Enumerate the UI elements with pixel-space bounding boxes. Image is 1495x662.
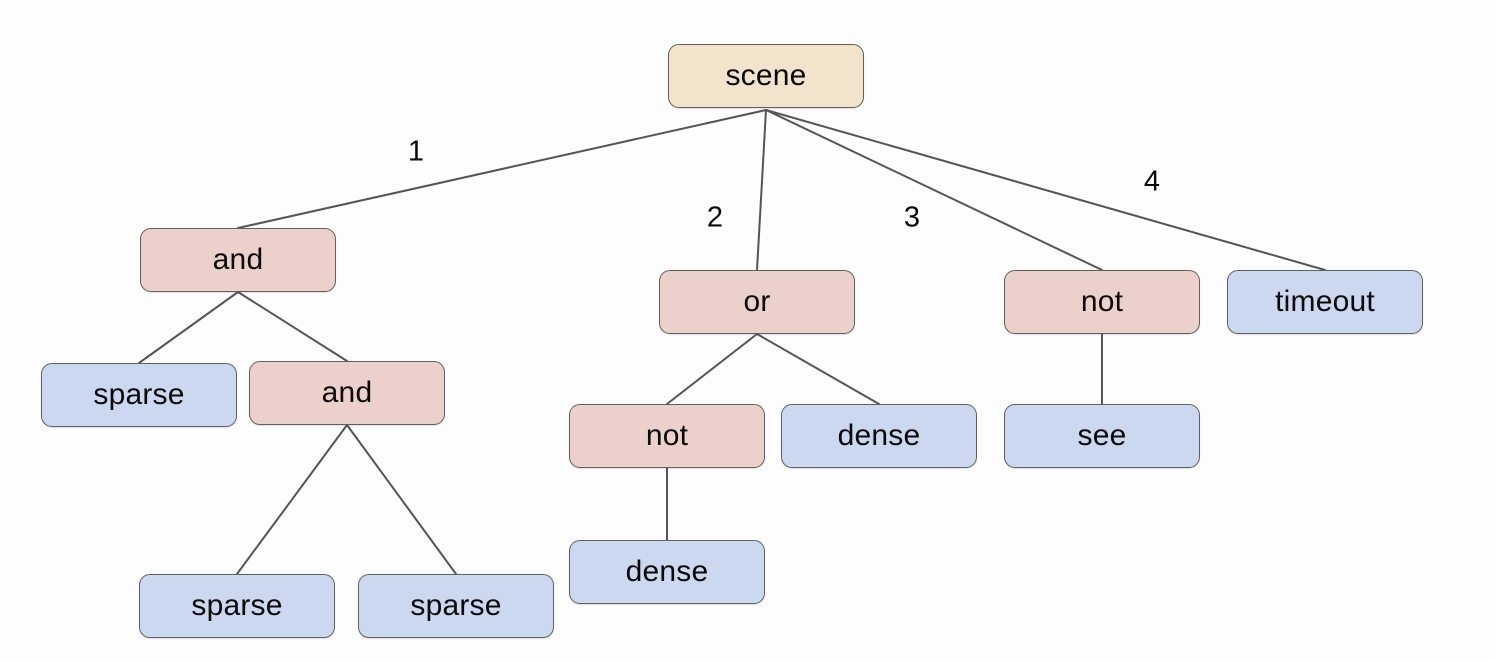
edge-label: 2 — [706, 201, 724, 234]
tree-edge — [666, 333, 758, 405]
tree-node-label: and — [321, 376, 373, 409]
tree-node-sparse1[interactable]: sparse — [41, 363, 237, 427]
tree-node-label: sparse — [191, 589, 283, 622]
tree-edge — [756, 109, 767, 271]
tree-node-label: dense — [837, 419, 921, 452]
tree-node-dense2[interactable]: dense — [569, 540, 765, 604]
tree-node-sparse2[interactable]: sparse — [139, 574, 335, 638]
tree-node-sparse3[interactable]: sparse — [358, 574, 554, 638]
tree-node-label: not — [645, 419, 689, 452]
tree-node-timeout1[interactable]: timeout — [1227, 270, 1423, 334]
tree-node-scene[interactable]: scene — [668, 44, 864, 108]
tree-edge — [237, 291, 348, 362]
tree-node-label: see — [1077, 419, 1127, 452]
tree-node-label: sparse — [93, 378, 185, 411]
tree-node-not2[interactable]: not — [1004, 270, 1200, 334]
tree-edge — [236, 424, 348, 575]
tree-node-label: and — [212, 243, 264, 276]
edge-label: 1 — [407, 135, 425, 168]
tree-node-dense1[interactable]: dense — [781, 404, 977, 468]
tree-node-label: timeout — [1275, 285, 1375, 318]
tree-node-and2[interactable]: and — [249, 361, 445, 425]
tree-edge — [756, 333, 880, 405]
tree-edge — [346, 424, 457, 575]
tree-node-not1[interactable]: not — [569, 404, 765, 468]
tree-edge — [765, 109, 1103, 271]
tree-node-see1[interactable]: see — [1004, 404, 1200, 468]
tree-edge — [765, 109, 1326, 271]
tree-node-label: scene — [725, 59, 807, 92]
tree-edge — [138, 291, 239, 364]
tree-node-label: dense — [625, 555, 709, 588]
tree-node-and1[interactable]: and — [140, 228, 336, 292]
tree-node-label: or — [743, 285, 771, 318]
edge-label: 3 — [903, 201, 921, 234]
tree-node-label: not — [1080, 285, 1124, 318]
tree-node-label: sparse — [410, 589, 502, 622]
tree-edge — [237, 109, 767, 229]
edge-label: 4 — [1143, 165, 1161, 198]
tree-node-or1[interactable]: or — [659, 270, 855, 334]
